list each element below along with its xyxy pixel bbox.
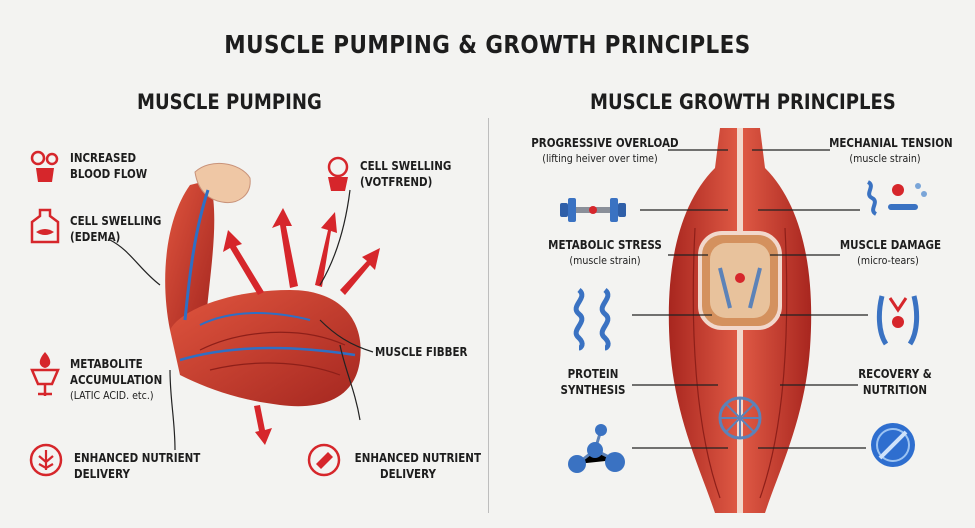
damage-icon <box>876 295 920 346</box>
muscle-cross-section-illustration <box>668 128 812 513</box>
label-progressive-overload: PROGRESSIVE OVERLOAD(lifting heiver over… <box>531 136 679 165</box>
label-metabolic-stress: METABOLIC STRESS(muscle strain) <box>548 238 662 267</box>
cell-swelling-icon <box>30 208 60 244</box>
label-cell-swelling-votfrend: CELL SWELLING(VOTFREND) <box>360 159 452 189</box>
nutrient-delivery-icon <box>29 443 63 477</box>
tension-icon <box>866 180 927 216</box>
nutrient-delivery-icon-2 <box>307 443 341 477</box>
label-cell-swelling-edema: CELL SWELLING(EDEMA) <box>70 214 162 244</box>
helix-icon <box>573 288 611 351</box>
metabolite-icon <box>30 352 60 396</box>
flexed-arm-illustration <box>165 162 380 445</box>
page-title: MUSCLE PUMPING & GROWTH PRINCIPLES <box>224 30 751 59</box>
recovery-icon <box>871 423 915 467</box>
blood-flow-icon <box>30 150 59 182</box>
label-muscle-damage: MUSCLE DAMAGE(micro-tears) <box>839 238 942 267</box>
muscle-pumping-heading: MUSCLE PUMPING <box>137 90 322 114</box>
section-divider <box>488 118 489 513</box>
label-recovery-nutrition: RECOVERY &NUTRITION <box>858 367 932 397</box>
molecule-icon <box>568 424 625 473</box>
muscle-growth-heading: MUSCLE GROWTH PRINCIPLES <box>590 90 896 114</box>
cell-swelling-icon-2 <box>327 156 349 191</box>
label-muscle-fibber: MUSCLE FIBBER <box>375 345 468 359</box>
dumbbell-icon <box>560 198 626 222</box>
label-mechanical-tension: MECHANIAL TENSION(muscle strain) <box>829 136 953 165</box>
